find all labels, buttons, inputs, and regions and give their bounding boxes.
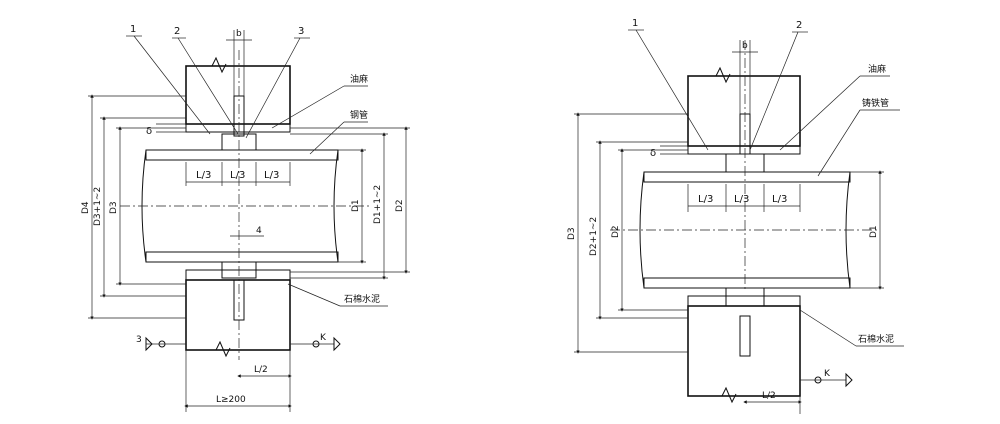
right-break-top	[715, 66, 731, 84]
left-dim-d2: D2	[395, 199, 405, 212]
right-dim-d3: D3	[567, 227, 577, 240]
right-label-b: b	[742, 41, 748, 51]
left-half-len: L/2	[254, 365, 268, 375]
right-seg-1: L/3	[698, 194, 713, 205]
right-note-asbestos: 石棉水泥	[858, 333, 894, 345]
left-dim-d1-plus: D1+1~2	[373, 185, 383, 224]
right-pipe-wall-bottom	[643, 277, 851, 289]
left-dim-d3: D3	[109, 201, 119, 214]
right-pipe-wall-top	[643, 171, 851, 183]
left-callout-1: 1	[130, 24, 136, 35]
right-note-castpipe: 铸铁管	[862, 97, 889, 109]
right-pipe-end-left	[639, 171, 645, 289]
left-total-len: L≥200	[216, 395, 246, 405]
left-section-k: K	[320, 333, 327, 343]
right-casing-bottom	[687, 295, 801, 307]
right-note-oakum: 油麻	[868, 63, 886, 75]
left-casing-top	[185, 123, 291, 133]
right-dim-d1: D1	[869, 225, 879, 238]
left-label-delta: δ	[146, 126, 152, 137]
right-dim-d2-plus: D2+1~2	[589, 217, 599, 256]
right-break-bottom	[721, 386, 737, 404]
left-dim-d3-plus: D3+1~2	[93, 187, 103, 226]
right-wall-bottom	[687, 305, 801, 397]
left-pipe-wall-top	[145, 149, 339, 161]
left-wall-bottom	[185, 279, 291, 351]
left-callout-2: 2	[174, 26, 180, 37]
left-dim-d4: D4	[81, 201, 91, 214]
left-dim-d1: D1	[351, 199, 361, 212]
right-callout-1: 1	[632, 18, 638, 29]
right-section-k: K	[824, 369, 831, 379]
right-label-delta: δ	[650, 148, 656, 159]
left-pipe-end-right	[333, 149, 339, 263]
left-pipe-wall-bottom	[145, 251, 339, 263]
right-dim-d2: D2	[611, 225, 621, 238]
right-seg-3: L/3	[772, 194, 787, 205]
left-section-3: 3	[136, 335, 142, 345]
left-break-bottom	[215, 340, 231, 358]
right-flange-bottom	[739, 315, 751, 357]
left-note-asbestos: 石棉水泥	[344, 293, 380, 305]
left-seg-1: L/3	[196, 170, 211, 181]
left-break-top	[211, 56, 227, 74]
right-half-len: L/2	[762, 391, 776, 401]
left-wall-top	[185, 65, 291, 125]
left-label-b: b	[236, 29, 242, 39]
left-seg-2: L/3	[230, 170, 245, 181]
left-note-oakum: 油麻	[350, 73, 368, 85]
left-drawing: L/3 L/3 L/3 D4 D3+1~2 D3 D1 D1+1~2 D2	[81, 24, 410, 412]
left-seg-3: L/3	[264, 170, 279, 181]
right-seg-2: L/3	[734, 194, 749, 205]
left-callout-3: 3	[298, 26, 304, 37]
left-label-thickness: 4	[256, 226, 262, 236]
right-wall-top	[687, 75, 801, 147]
right-callout-2: 2	[796, 20, 802, 31]
right-drawing: L/3 L/3 L/3 D3 D2+1~2 D2 D1 1 2 b δ	[567, 18, 904, 414]
left-note-steelpipe: 钢管	[350, 109, 368, 121]
right-packing-bottom	[725, 287, 765, 307]
